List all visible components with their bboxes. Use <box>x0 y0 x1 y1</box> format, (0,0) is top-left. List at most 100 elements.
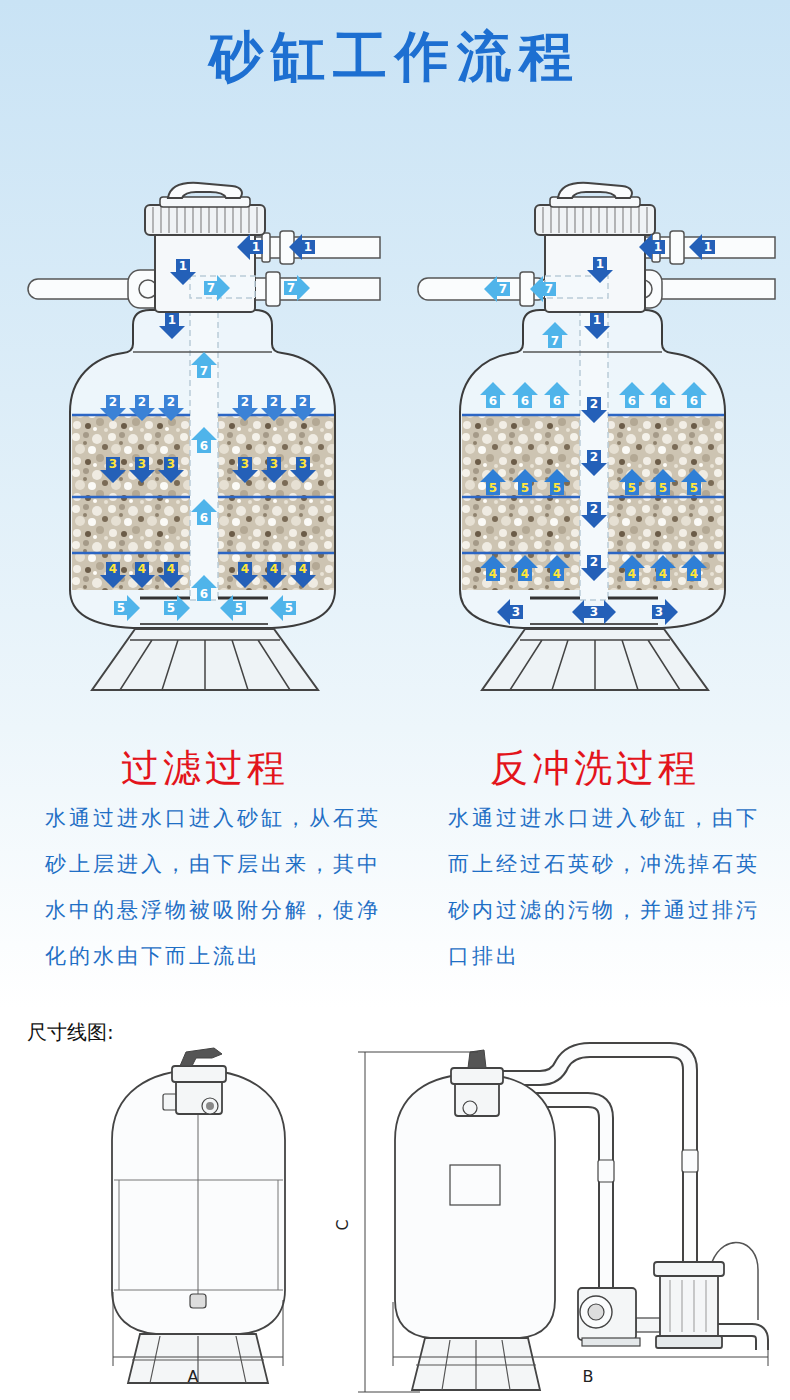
dimension-drawing <box>712 1242 758 1320</box>
dimension-drawing <box>598 1160 614 1182</box>
callout-number: 7 <box>551 335 559 347</box>
callout-number: 6 <box>690 395 698 407</box>
flow-arrow <box>544 555 570 581</box>
flow-arrow <box>191 352 217 378</box>
drawing-caption: 尺寸线图: <box>27 1018 114 1046</box>
flow-arrow <box>681 555 707 581</box>
callout-number: 5 <box>521 482 529 494</box>
callout-number: 4 <box>270 563 278 575</box>
flow-arrow <box>542 322 568 348</box>
flow-arrow <box>619 469 645 495</box>
callout-number: 2 <box>167 396 175 408</box>
callout-number: 4 <box>489 568 497 580</box>
dimension-drawing <box>682 1150 698 1172</box>
pipe <box>28 279 138 299</box>
dimension-drawing <box>670 1280 706 1332</box>
callout-number: 2 <box>241 396 249 408</box>
callout-number: 6 <box>521 395 529 407</box>
flow-arrow <box>681 469 707 495</box>
flow-arrow <box>164 595 190 621</box>
flow-arrow <box>650 382 676 408</box>
callout-number: 7 <box>499 283 507 295</box>
description-text: 水通过进水口进入砂缸，从石英砂上层进入，由下层出来，其中水中的悬浮物被吸附分解，… <box>45 795 390 979</box>
flow-arrow <box>261 457 287 483</box>
sand-filter-tank <box>70 183 335 690</box>
callout-number: 6 <box>200 440 208 452</box>
callout-number: 3 <box>241 458 249 470</box>
callout-number: 4 <box>167 563 175 575</box>
flow-arrow <box>480 555 506 581</box>
callout-number: 1 <box>304 241 312 253</box>
flow-arrow <box>129 395 155 421</box>
flow-arrow <box>581 397 607 423</box>
flow-arrow <box>170 259 196 285</box>
flow-arrow <box>681 382 707 408</box>
dimension-label: C <box>331 1217 355 1233</box>
flow-arrow <box>158 457 184 483</box>
callout-number: 7 <box>207 282 215 294</box>
callout-number: 3 <box>512 606 520 618</box>
callout-number: 3 <box>167 458 175 470</box>
flow-arrow <box>512 469 538 495</box>
callout-number: 5 <box>690 482 698 494</box>
flow-arrow <box>581 450 607 476</box>
callout-number: 3 <box>109 458 117 470</box>
flow-arrow <box>587 257 613 283</box>
flow-arrow <box>129 457 155 483</box>
dimension-drawing <box>412 1338 540 1390</box>
flow-arrow <box>544 469 570 495</box>
callout-number: 7 <box>545 283 553 295</box>
callout-number: 2 <box>590 503 598 515</box>
flow-arrow <box>290 395 316 421</box>
callout-number: 4 <box>659 568 667 580</box>
flow-arrow <box>191 575 217 601</box>
dimension-drawing <box>416 1340 536 1390</box>
flow-arrow <box>158 395 184 421</box>
flow-arrow <box>100 562 126 588</box>
section-heading: 过滤过程 <box>30 744 380 792</box>
dimension-drawing <box>113 1292 283 1366</box>
sand-filter-tank <box>70 183 725 690</box>
flow-arrow <box>100 457 316 588</box>
flow-arrow <box>290 457 316 483</box>
pipe <box>262 233 270 262</box>
flow-arrow <box>584 313 610 339</box>
flow-arrow <box>484 276 510 302</box>
pipe <box>255 237 380 258</box>
callout-number: 1 <box>596 258 604 270</box>
callout-number: 5 <box>235 602 243 614</box>
dimension-drawing <box>451 1068 503 1084</box>
section-heading: 反冲洗过程 <box>420 744 770 792</box>
pipe <box>28 231 775 308</box>
dimension-drawing <box>718 1330 762 1350</box>
callout-number: 4 <box>241 563 249 575</box>
flow-arrow <box>237 234 263 260</box>
dimension-drawing <box>463 1101 477 1115</box>
callout-number: 5 <box>167 602 175 614</box>
dimension-drawing <box>112 1070 285 1334</box>
callout-number: 7 <box>287 282 295 294</box>
flow-arrow <box>100 457 126 483</box>
callout-number: 1 <box>593 314 601 326</box>
flow-arrow <box>159 234 315 339</box>
flow-arrow <box>261 562 287 588</box>
callout-number: 5 <box>628 482 636 494</box>
callout-number: 7 <box>200 365 208 377</box>
callout-number: 2 <box>590 556 598 568</box>
flow-arrow <box>544 382 570 408</box>
flow-arrow <box>619 382 645 408</box>
dimension-drawing <box>180 1048 222 1066</box>
flow-arrow <box>497 234 715 625</box>
flow-arrow <box>114 595 140 621</box>
flow-arrow <box>232 395 258 421</box>
flow-arrow <box>232 562 258 588</box>
callout-number: 1 <box>654 241 662 253</box>
dimension-drawing <box>202 1098 218 1114</box>
dimension-drawing <box>656 1336 722 1348</box>
flow-arrow <box>232 457 258 483</box>
flow-arrow <box>639 234 665 260</box>
description-text: 水通过进水口进入砂缸，由下而上经过石英砂，冲洗掉石英砂内过滤的污物，并通过排污口… <box>448 795 770 979</box>
dimension-drawing <box>172 1066 226 1082</box>
dimension-drawing <box>198 1112 199 1294</box>
